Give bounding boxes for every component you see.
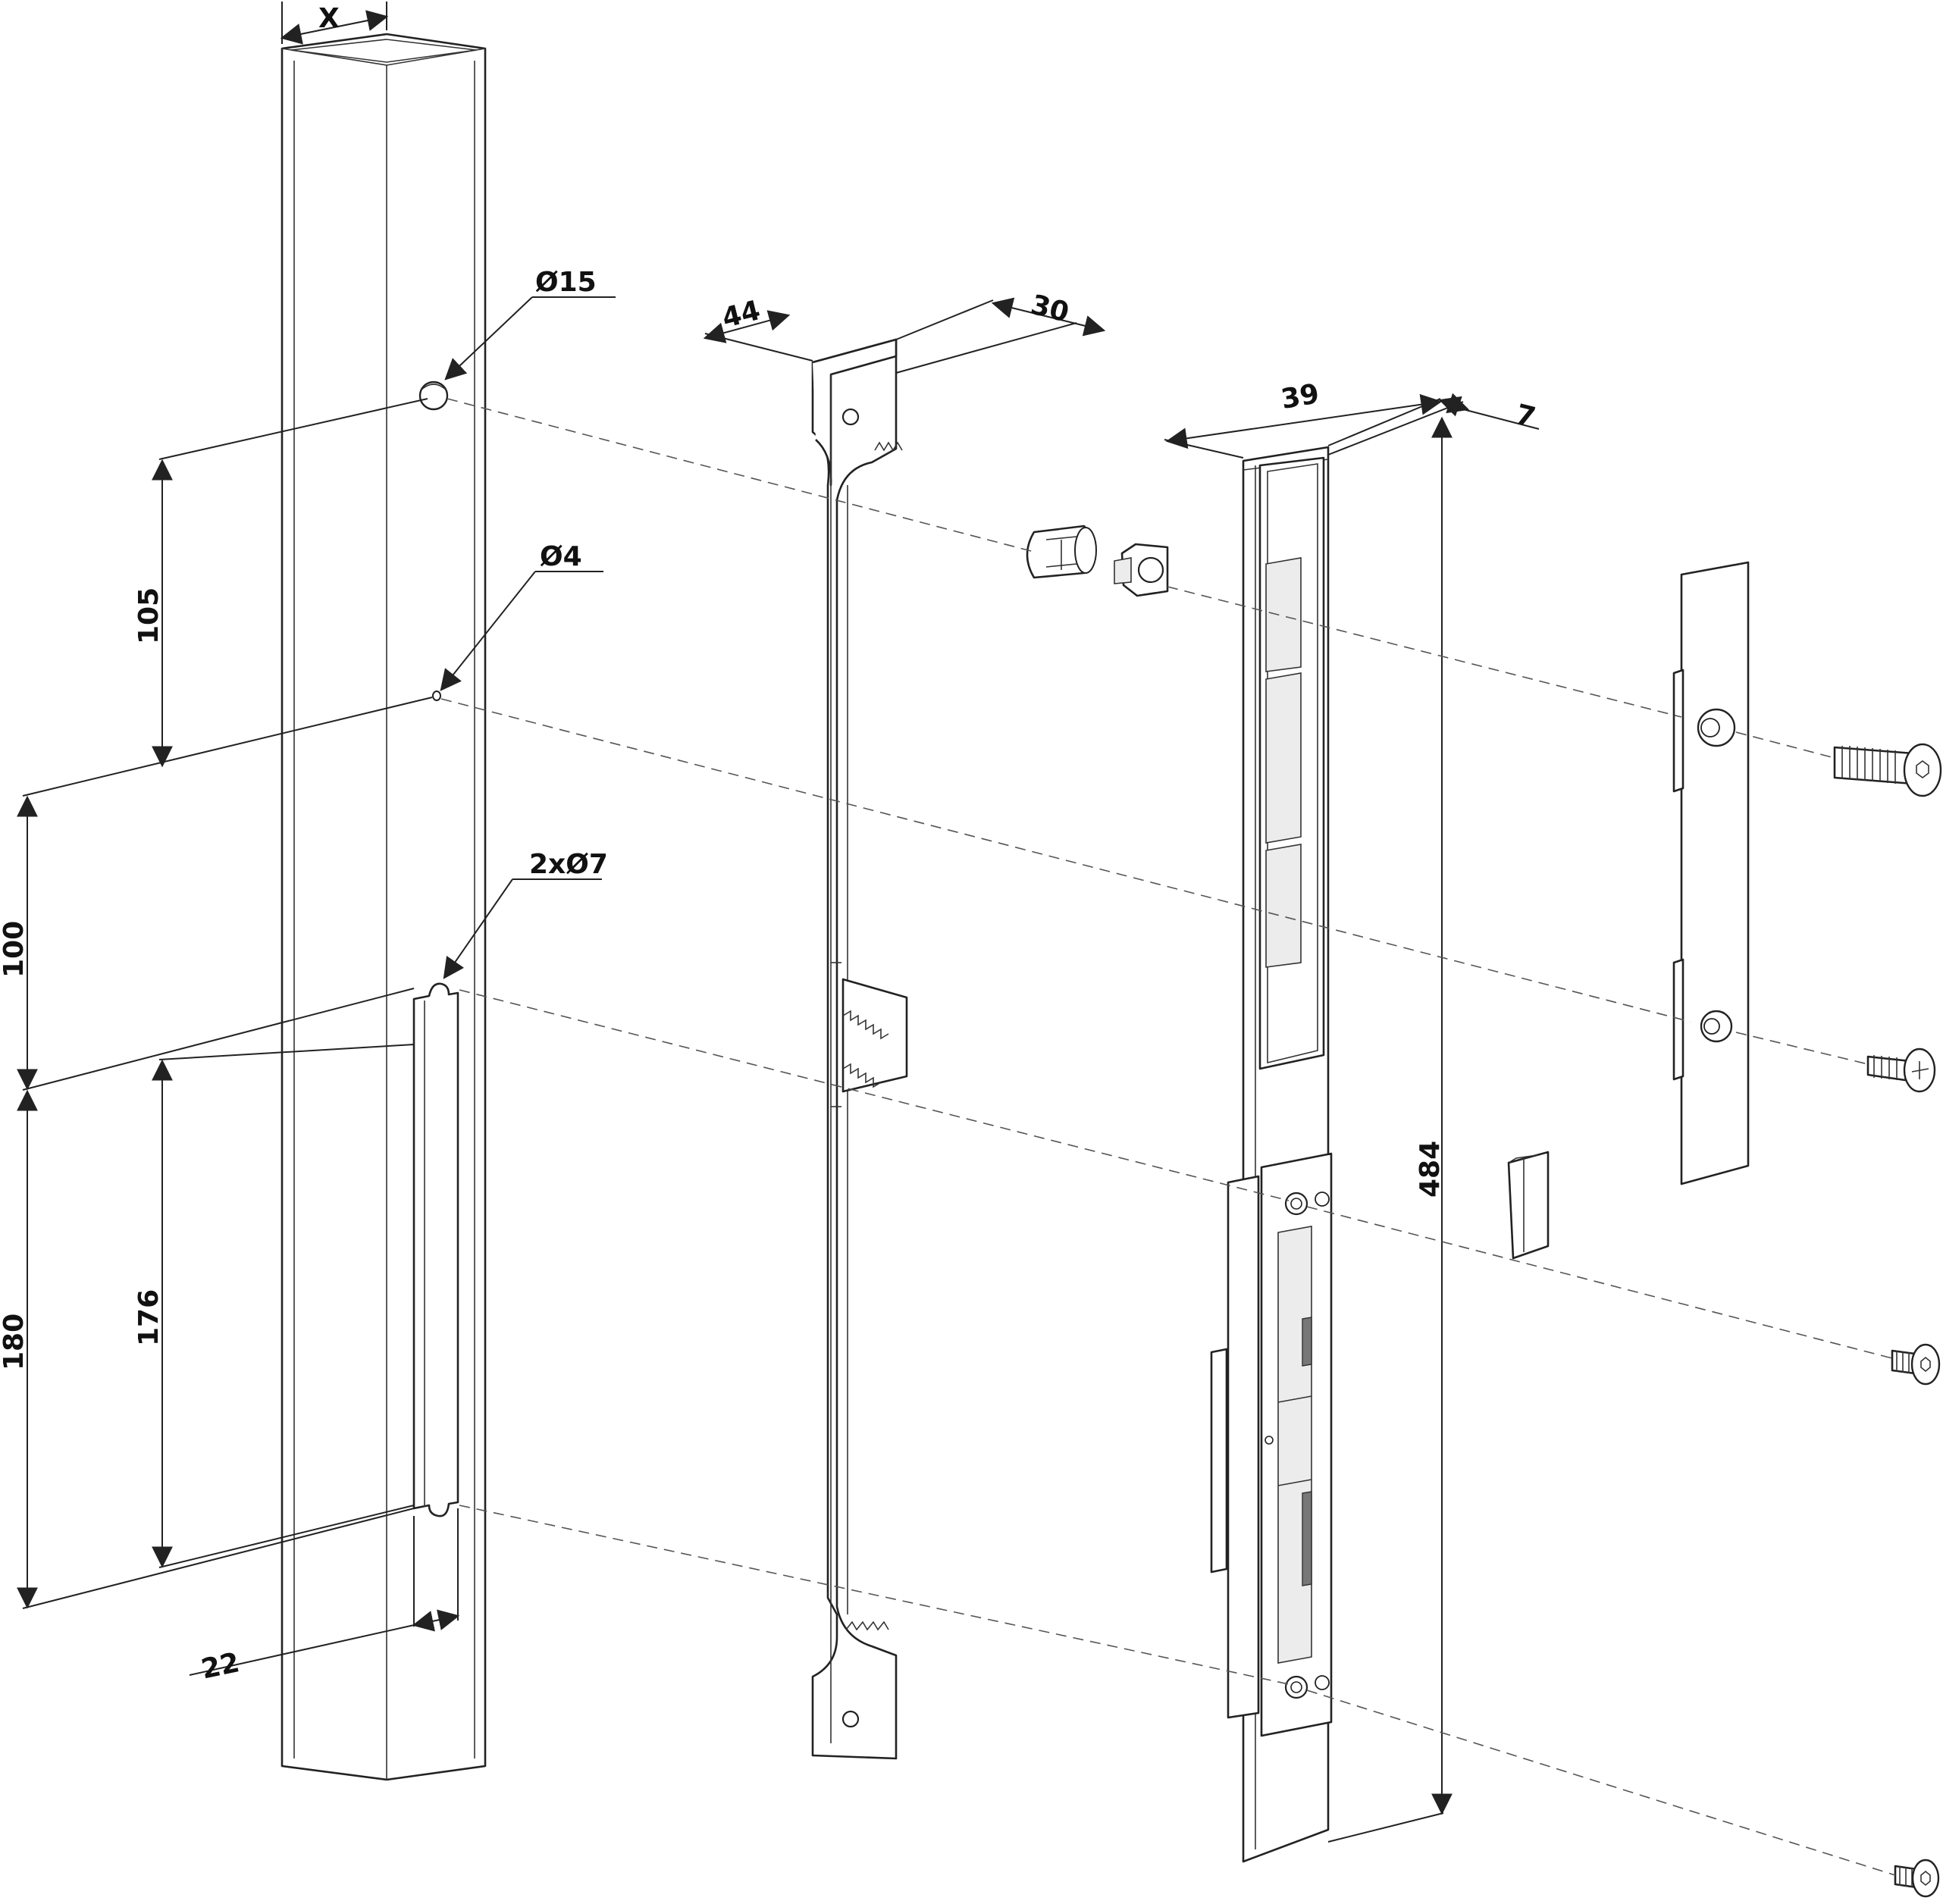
post-extension-lines: [22, 398, 433, 1609]
assembly-axis-lines: [440, 398, 1896, 1876]
dim-484: 484: [1327, 416, 1453, 1843]
dim-slot-holes: 2xØ7: [443, 849, 608, 979]
dim-100: 100: [0, 795, 39, 1091]
dim-hole-4: Ø4: [440, 541, 603, 691]
dim-7: 7: [1327, 393, 1540, 456]
dim-30: 30: [895, 290, 1106, 374]
screw-short-1: [1891, 1343, 1941, 1386]
bushing-sleeve: [1026, 525, 1097, 579]
screw-long: [1833, 743, 1942, 797]
dim-176: 176: [133, 1059, 173, 1568]
dim-44: 44: [703, 295, 813, 362]
dim-22-label: 22: [199, 1647, 243, 1686]
bushing-nut: [1114, 543, 1169, 597]
cover-plate: [1672, 561, 1750, 1185]
dim-44-label: 44: [719, 295, 763, 334]
slot-cutout: [412, 982, 459, 1517]
dim-39-label: 39: [1279, 378, 1321, 415]
dim-176-label: 176: [133, 1289, 165, 1346]
screw-short-2: [1894, 1859, 1940, 1898]
dim-22: 22: [189, 1508, 460, 1686]
angle-bracket: [811, 338, 908, 1760]
dim-hole-15: Ø15: [444, 267, 616, 380]
dim-484-label: 484: [1415, 1141, 1446, 1198]
screw-phillips: [1866, 1048, 1936, 1093]
dim-105: 105: [133, 459, 173, 768]
dim-30-label: 30: [1028, 290, 1073, 329]
dim-hole-4-label: Ø4: [540, 541, 582, 572]
spring-clip: [1507, 1151, 1550, 1260]
square-post: [280, 33, 487, 1781]
big-hole: [418, 380, 449, 411]
dim-180: 180: [0, 1089, 39, 1609]
dim-slot-holes-label: 2xØ7: [529, 849, 608, 880]
dim-100-label: 100: [0, 921, 30, 978]
dim-hole-15-label: Ø15: [535, 267, 597, 298]
dim-180-label: 180: [0, 1314, 30, 1370]
dim-x-label: X: [318, 3, 340, 34]
strike-plate: [1210, 446, 1333, 1863]
dim-39: 39: [1164, 378, 1443, 459]
dim-105-label: 105: [133, 587, 165, 644]
small-hole: [432, 691, 441, 701]
dim-x: X: [280, 2, 389, 45]
